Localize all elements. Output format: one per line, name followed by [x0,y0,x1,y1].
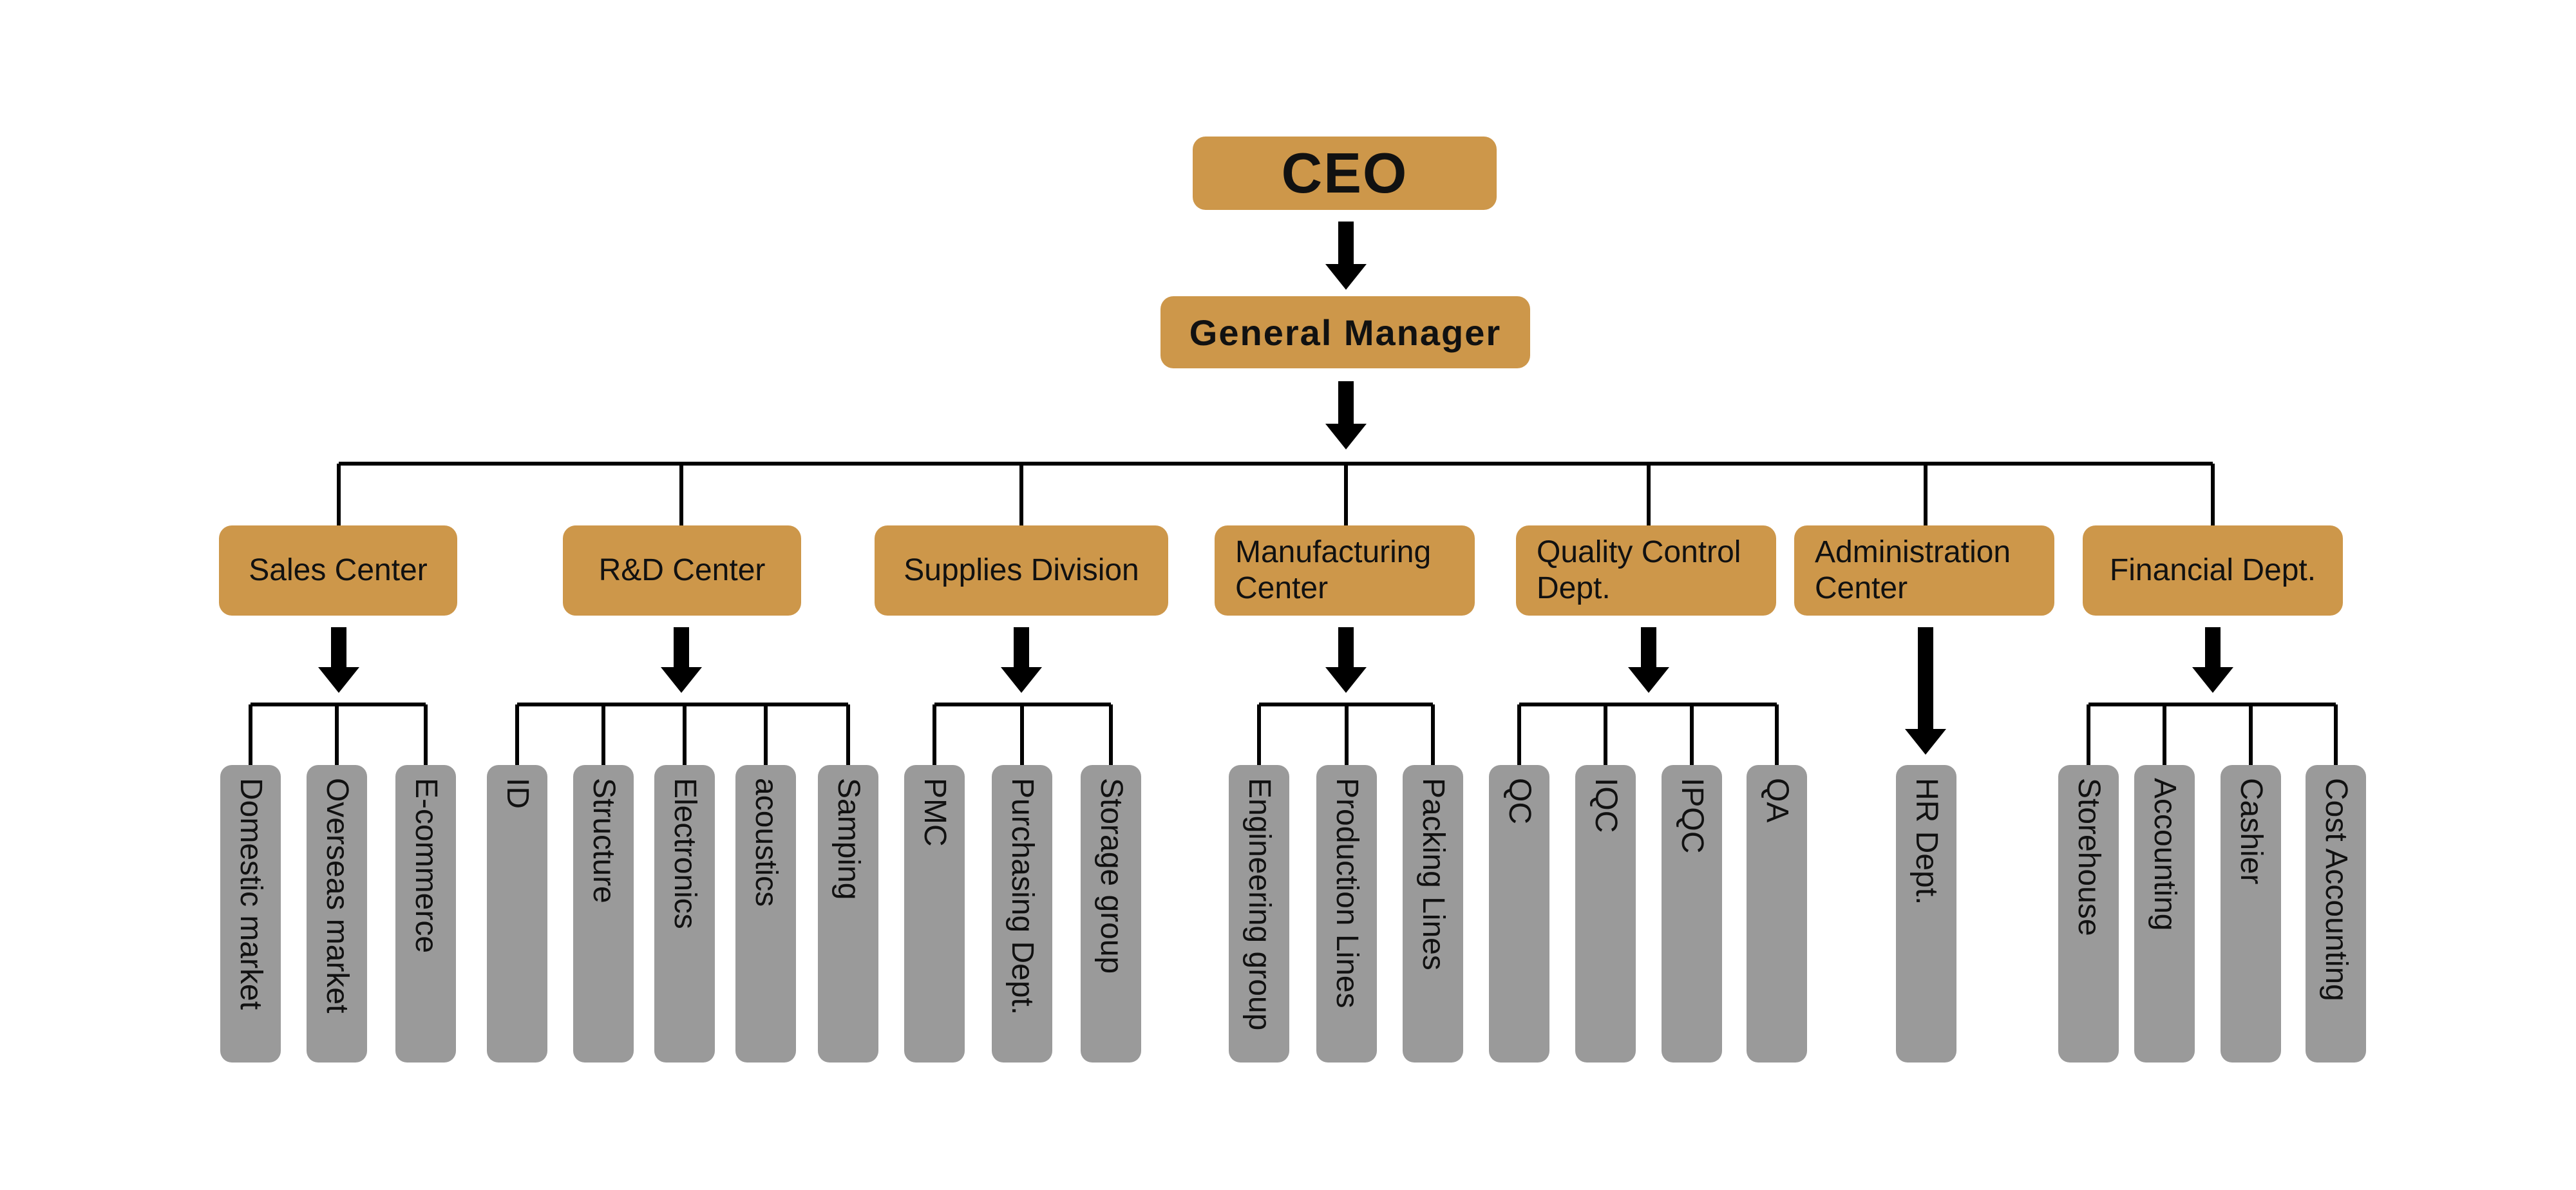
team-label: Cost Accounting [2319,778,2353,1001]
team-box-qc: QC [1489,765,1549,1062]
department-box-administration-center: Administration Center [1794,525,2054,616]
team-box-overseas-market: Overseas market [307,765,367,1062]
team-box-iqc: IQC [1575,765,1636,1062]
team-box-samping: Samping [818,765,878,1062]
team-box-pmc: PMC [904,765,965,1062]
arrow-sales-center-to-teams [318,627,359,693]
department-label: R&D Center [598,553,766,587]
team-label: Engineering group [1242,778,1276,1031]
department-label: Manufacturing Center [1235,535,1432,605]
team-box-electronics: Electronics [654,765,715,1062]
team-label: HR Dept. [1909,778,1944,905]
team-box-e-commerce: E-commerce [395,765,456,1062]
team-box-hr-dept: HR Dept. [1896,765,1956,1062]
team-box-accounting: Accounting [2134,765,2195,1062]
team-label: Cashier [2234,778,2268,885]
arrow-financial-dept-to-teams [2192,627,2233,693]
department-box-manufacturing-center: Manufacturing Center [1215,525,1475,616]
department-label: Financial Dept. [2109,553,2316,587]
team-label: Domestic market [234,778,268,1010]
team-label: E-commerce [409,778,443,954]
team-label: ID [500,778,535,809]
team-box-domestic-market: Domestic market [220,765,281,1062]
arrow-quality-control-to-teams [1628,627,1669,693]
team-box-acoustics: acoustics [735,765,796,1062]
team-label: Overseas market [320,778,354,1014]
ceo-box: CEO [1193,137,1497,210]
department-box-rd-center: R&D Center [563,525,801,616]
team-label: Storehouse [2072,778,2106,936]
team-label: Production Lines [1330,778,1364,1008]
department-label: Sales Center [249,553,428,587]
general-manager-label: General Manager [1189,312,1502,353]
team-label: Packing Lines [1416,778,1450,970]
arrow-manufacturing-center-to-teams [1325,627,1367,693]
team-box-id: ID [487,765,547,1062]
arrow-supplies-division-to-teams [1001,627,1042,693]
team-box-production-lines: Production Lines [1316,765,1377,1062]
team-box-cost-accounting: Cost Accounting [2306,765,2366,1062]
team-label: PMC [918,778,952,847]
team-box-packing-lines: Packing Lines [1403,765,1463,1062]
team-box-structure: Structure [573,765,634,1062]
team-box-storage-group: Storage group [1081,765,1141,1062]
department-label: Supplies Division [904,553,1139,587]
team-label: Storage group [1094,778,1128,974]
arrow-administration-center-to-teams [1905,627,1946,755]
team-label: acoustics [749,778,783,907]
team-label: Electronics [668,778,702,929]
team-label: QC [1502,778,1537,824]
team-box-purchasing-dept: Purchasing Dept. [992,765,1052,1062]
team-label: Structure [587,778,621,903]
team-label: Accounting [2148,778,2182,931]
department-box-financial-dept: Financial Dept. [2083,525,2343,616]
general-manager-box: General Manager [1160,296,1530,368]
department-box-sales-center: Sales Center [219,525,457,616]
team-box-engineering-group: Engineering group [1229,765,1289,1062]
arrow-rd-center-to-teams [661,627,702,693]
department-box-quality-control-dept: Quality Control Dept. [1516,525,1776,616]
department-box-supplies-division: Supplies Division [875,525,1168,616]
team-box-qa: QA [1747,765,1807,1062]
department-label: Administration Center [1815,535,2011,605]
team-box-cashier: Cashier [2221,765,2281,1062]
team-label: Purchasing Dept. [1005,778,1039,1015]
team-label: QA [1760,778,1794,823]
ceo-label: CEO [1281,141,1408,205]
arrow-ceo-to-gm [1325,222,1367,290]
team-label: Samping [831,778,866,900]
arrow-gm-to-departments [1325,381,1367,449]
team-label: IPQC [1675,778,1709,854]
department-label: Quality Control Dept. [1537,535,1741,605]
team-label: IQC [1589,778,1623,833]
team-box-ipqc: IPQC [1662,765,1722,1062]
team-box-storehouse: Storehouse [2058,765,2119,1062]
